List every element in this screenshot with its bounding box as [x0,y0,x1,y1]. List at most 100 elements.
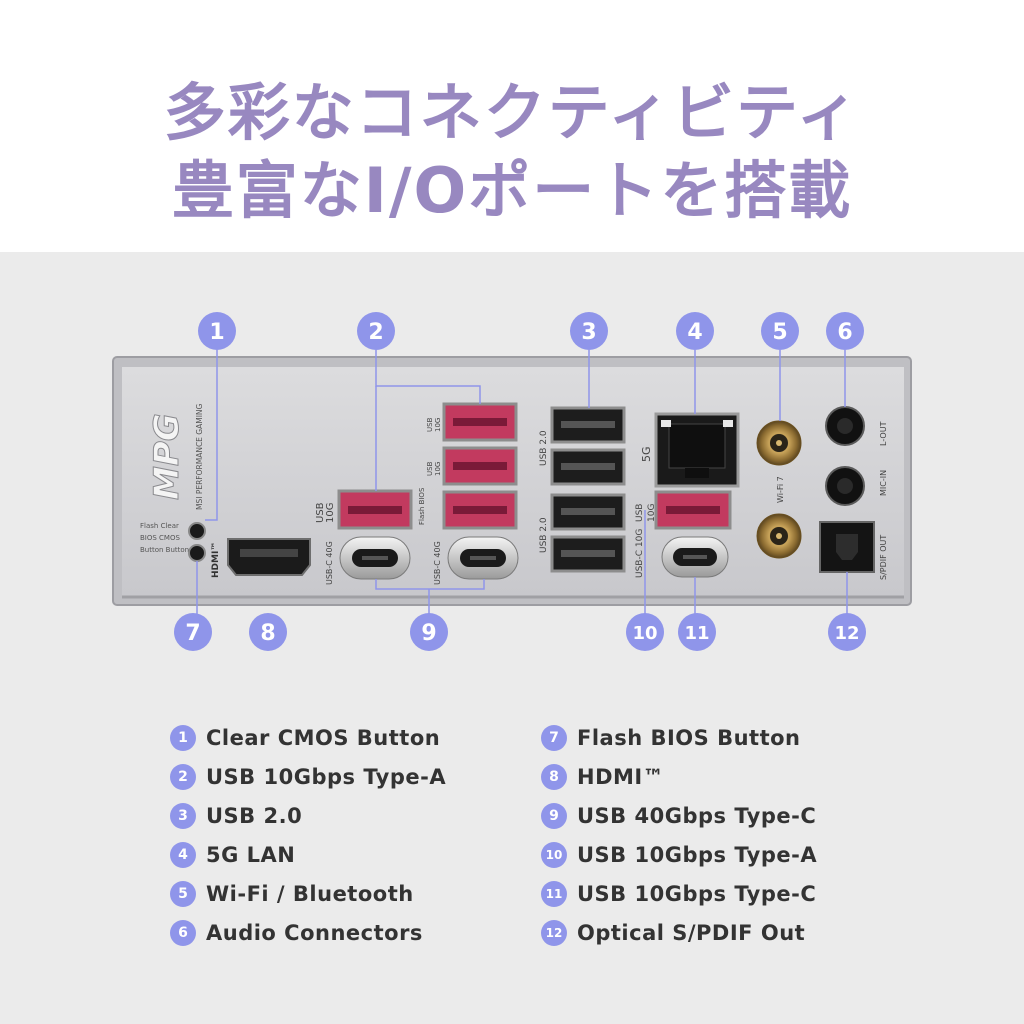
callout-markers: 1 2 3 4 5 6 7 8 9 10 11 12 [174,312,866,651]
mpg-logo-text: MPG [147,413,187,500]
title-line-1: 多彩なコネクティビティ [163,76,861,149]
legend-item: 5 Wi-Fi / Bluetooth [170,874,446,913]
legend-label: USB 2.0 [206,803,303,828]
legend-label: Flash BIOS Button [577,725,801,750]
legend-number-badge: 5 [170,880,196,907]
usb-10g-a-stack [442,402,518,530]
button-label-row-1: Flash Clear [140,522,179,530]
legend-number-badge: 3 [170,802,196,829]
button-label-block: Flash Clear BIOS CMOS Button Button [140,522,189,554]
legend-label: 5G LAN [206,842,296,867]
legend-item: 12 Optical S/PDIF Out [541,913,817,952]
lan-port [654,412,740,488]
callout-5: 5 [761,312,799,350]
usb-10g-a-left-label: USB [315,502,326,523]
svg-text:7: 7 [185,621,200,646]
legend-item: 2 USB 10Gbps Type-A [170,757,446,796]
svg-text:10G: 10G [434,462,442,476]
legend-right-column: 7 Flash BIOS Button 8 HDMI™ 9 USB 40Gbps Ty… [541,718,817,952]
svg-text:9: 9 [421,621,436,646]
callout-1: 1 [198,312,236,350]
flash-bios-button [188,544,206,562]
usb-c-10g-port [661,536,729,578]
legend-label: USB 10Gbps Type-C [577,881,817,906]
usb-c-10g-label: USB-C 10G [635,529,645,578]
legend-label: Wi-Fi / Bluetooth [206,881,414,906]
legend-label: Optical S/PDIF Out [577,920,806,945]
callout-leader-lines [196,350,848,616]
callout-9: 9 [410,613,448,651]
callout-3: 3 [570,312,608,350]
legend-number-badge: 6 [170,919,196,946]
legend-label: HDMI™ [577,764,665,789]
header: 多彩なコネクティビティ 豊富なI/Oポートを搭載 [0,0,1024,252]
hdmi-label: HDMI™ [211,542,221,578]
legend-label: Audio Connectors [206,920,423,945]
legend-label: USB 10Gbps Type-A [577,842,818,867]
svg-text:2: 2 [368,320,383,345]
button-label-row-2: BIOS CMOS [140,534,180,542]
legend-label: USB 40Gbps Type-C [577,803,817,828]
audio-line-out-jack [825,406,865,446]
svg-text:8: 8 [260,621,275,646]
usb-c-40g-port-2 [447,536,519,580]
legend-number-badge: 4 [170,841,196,868]
usb-c-40g-port-1 [339,536,411,580]
button-label-row-3: Button Button [140,546,189,554]
svg-text:USB: USB [426,461,434,476]
spdif-optical-port [819,521,875,573]
legend-number-badge: 11 [541,880,567,907]
legend-item: 4 5G LAN [170,835,446,874]
usb-2-0-label-upper: USB 2.0 [539,430,549,466]
callout-2: 2 [357,312,395,350]
mpg-logo-subtitle: MSI PERFORMANCE GAMING [195,403,204,510]
l-out-label: L-OUT [879,421,888,446]
callout-12: 12 [828,613,866,651]
legend-number-badge: 9 [541,802,567,829]
svg-text:USB: USB [635,504,645,522]
svg-text:10: 10 [632,623,657,644]
legend-label: USB 10Gbps Type-A [206,764,447,789]
svg-text:5: 5 [772,320,787,345]
usb-10g-a-left-label-2: 10G [325,503,336,523]
svg-text:3: 3 [581,320,596,345]
legend-label: Clear CMOS Button [206,725,441,750]
wifi-label: Wi-Fi 7 [776,476,785,503]
legend-item: 1 Clear CMOS Button [170,718,446,757]
spdif-label: S/PDIF OUT [879,535,888,580]
flash-bios-port-label: Flash BIOS [418,487,426,525]
clear-cmos-button [188,522,206,540]
svg-text:6: 6 [837,320,852,345]
callout-10: 10 [626,613,664,651]
legend-item: 9 USB 40Gbps Type-C [541,796,817,835]
callout-6: 6 [826,312,864,350]
title-line-2: 豊富なI/Oポートを搭載 [171,154,853,227]
legend-number-badge: 2 [170,763,196,790]
legend-item: 7 Flash BIOS Button [541,718,817,757]
audio-mic-in-jack [825,466,865,506]
wifi-antenna-lower [756,513,802,559]
svg-text:11: 11 [684,623,709,644]
legend-number-badge: 1 [170,724,196,751]
legend-item: 6 Audio Connectors [170,913,446,952]
svg-text:USB: USB [426,417,434,432]
usb-2-0-stack [550,406,626,573]
callout-4: 4 [676,312,714,350]
legend-item: 3 USB 2.0 [170,796,446,835]
svg-text:4: 4 [687,320,702,345]
usb-c-40g-label-2: USB-C 40G [433,541,442,585]
legend-number-badge: 12 [541,919,567,946]
legend-number-badge: 8 [541,763,567,790]
usb-2-0-label-lower: USB 2.0 [539,517,549,553]
lan-label: 5G [640,446,653,462]
svg-text:1: 1 [209,320,224,345]
callout-11: 11 [678,613,716,651]
legend-item: 8 HDMI™ [541,757,817,796]
legend-number-badge: 7 [541,724,567,751]
svg-text:10G: 10G [434,418,442,432]
svg-text:12: 12 [834,623,859,644]
